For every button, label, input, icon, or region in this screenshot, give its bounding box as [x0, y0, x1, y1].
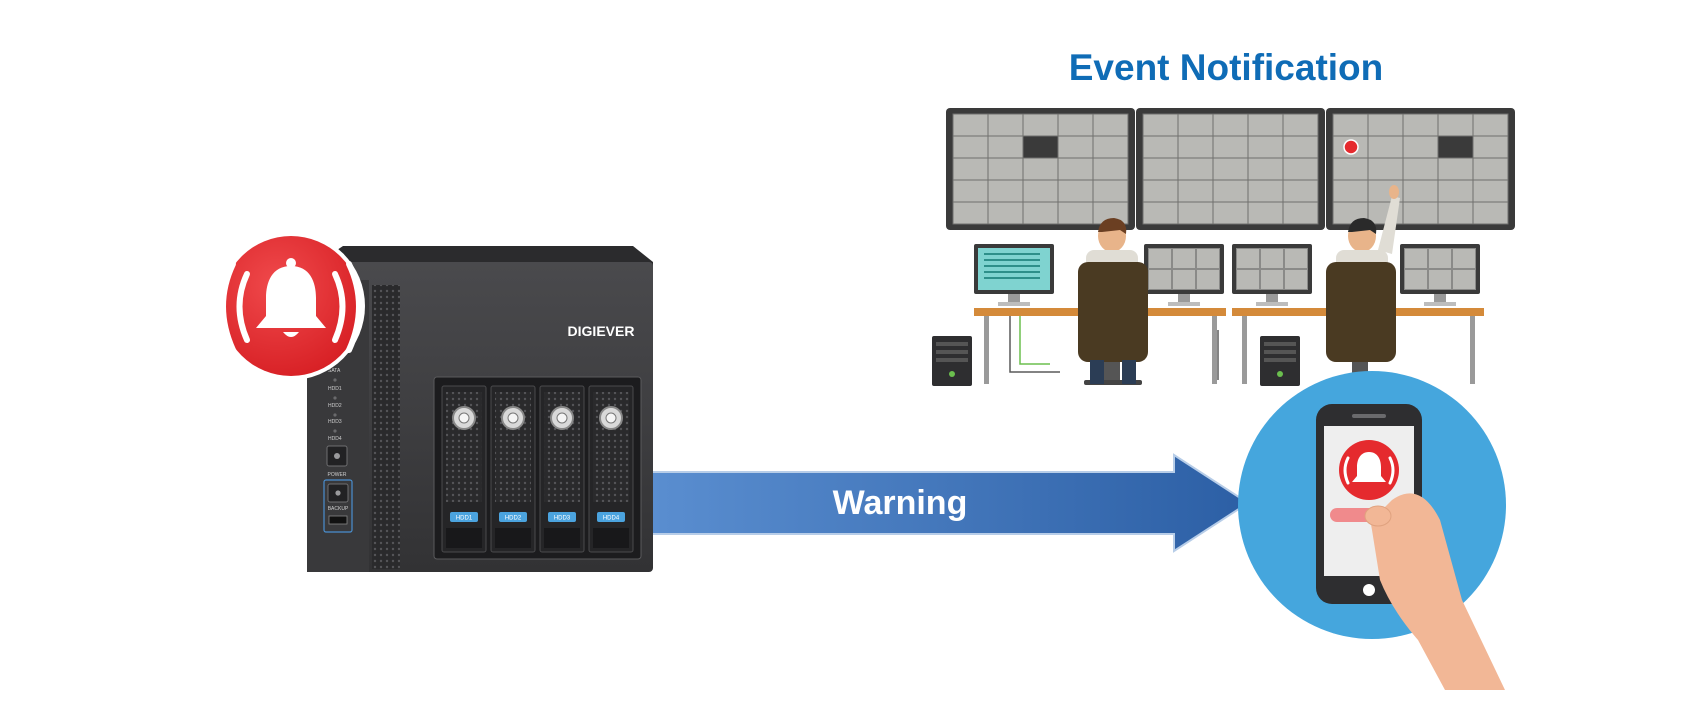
bay-label: HDD3	[554, 516, 571, 522]
drive-bay: HDD3	[539, 385, 585, 553]
arrow-label: Warning	[833, 484, 968, 522]
nvr-brand: DIGIEVER	[568, 323, 635, 339]
desk-monitor	[1400, 244, 1480, 306]
video-wall-monitor	[1326, 108, 1515, 230]
backup-label: BACKUP	[328, 506, 349, 512]
backup-panel	[323, 479, 353, 533]
alarm-bell-icon	[217, 232, 365, 380]
bay-label: HDD2	[505, 516, 522, 522]
pc-tower	[1260, 336, 1300, 386]
page-title: Event Notification	[1069, 47, 1384, 88]
screen-alarm-icon	[1343, 139, 1359, 155]
video-wall-monitor	[1136, 108, 1325, 230]
mobile-notification	[1238, 371, 1506, 690]
bay-label: HDD4	[603, 516, 620, 522]
desk-monitor	[974, 244, 1054, 306]
desk-monitor	[1232, 244, 1312, 306]
led-label: HDD3	[328, 419, 342, 425]
warning-arrow: Warning	[649, 448, 1255, 558]
drive-bay: HDD1	[441, 385, 487, 553]
phone-alarm-icon	[1339, 440, 1399, 500]
bay-label: HDD1	[456, 516, 473, 522]
drive-bay: HDD4	[588, 385, 634, 553]
control-room	[932, 108, 1515, 386]
desk-monitor	[1144, 244, 1224, 306]
led-label: HDD4	[328, 436, 342, 442]
video-wall-monitor	[946, 108, 1135, 230]
led-label: HDD1	[328, 386, 342, 392]
hand-icon	[1371, 493, 1505, 690]
drive-bay: HDD2	[490, 385, 536, 553]
operator-person	[1078, 218, 1148, 385]
vent-grille	[372, 285, 400, 569]
usb-port	[328, 515, 348, 525]
pc-tower	[932, 336, 972, 386]
led-label: HDD2	[328, 403, 342, 409]
power-label: POWER	[328, 472, 347, 478]
led-label: SATA	[328, 368, 341, 374]
